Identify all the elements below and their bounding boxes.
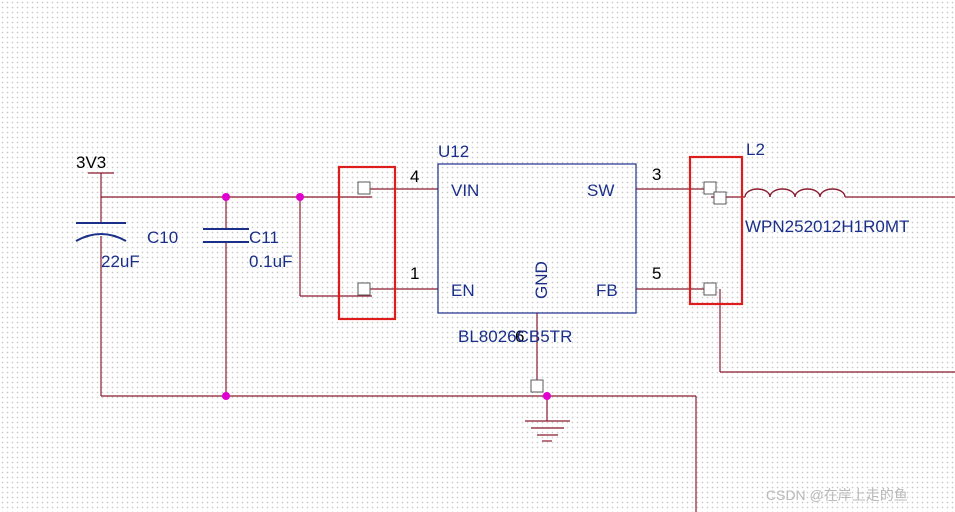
junction-dot	[222, 392, 230, 400]
ic-u12-body	[437, 163, 637, 314]
pin-number-sw: 3	[652, 165, 661, 184]
junction-dot	[543, 392, 551, 400]
power-net-label: 3V3	[76, 153, 106, 172]
pin-name-sw: SW	[587, 181, 614, 200]
pin-name-en: EN	[451, 281, 475, 300]
pin-name-fb: FB	[596, 281, 618, 300]
pin-number-en: 1	[410, 264, 419, 283]
ic-part-number: BL8026CB5TR	[458, 327, 572, 346]
capacitor-c11-symbol	[203, 228, 249, 243]
inductor-part-number: WPN252012H1R0MT	[745, 217, 909, 236]
wires	[88, 172, 955, 512]
pad-en	[357, 282, 371, 296]
pad-vin	[357, 181, 371, 195]
pads	[357, 181, 727, 393]
junctions	[222, 193, 551, 400]
watermark: CSDN @在岸上走的鱼	[766, 487, 908, 503]
pad-gnd	[530, 379, 544, 393]
ic-ref: U12	[438, 142, 469, 161]
pad-fb	[703, 282, 717, 296]
pin-number-fb: 5	[652, 264, 661, 283]
pad-sw	[703, 181, 717, 195]
ground-icon	[525, 420, 570, 442]
ic-overlap-pin-number: 6	[515, 327, 524, 346]
pin-name-gnd: GND	[532, 261, 551, 299]
pin-name-vin: VIN	[451, 181, 479, 200]
c11-value: 0.1uF	[249, 252, 292, 271]
highlight-box-left	[337, 165, 397, 321]
pin-number-vin: 4	[410, 167, 419, 186]
junction-dot	[222, 193, 230, 201]
highlight-box-right	[688, 155, 744, 306]
pad-inductor	[713, 191, 727, 205]
junction-dot	[296, 193, 304, 201]
inductor-ref: L2	[746, 140, 765, 159]
c11-ref: C11	[249, 228, 279, 247]
inductor-l2-coil	[744, 188, 846, 198]
capacitor-c10-symbol	[75, 222, 127, 242]
c10-value: 22uF	[101, 252, 140, 271]
c10-ref: C10	[147, 228, 178, 247]
